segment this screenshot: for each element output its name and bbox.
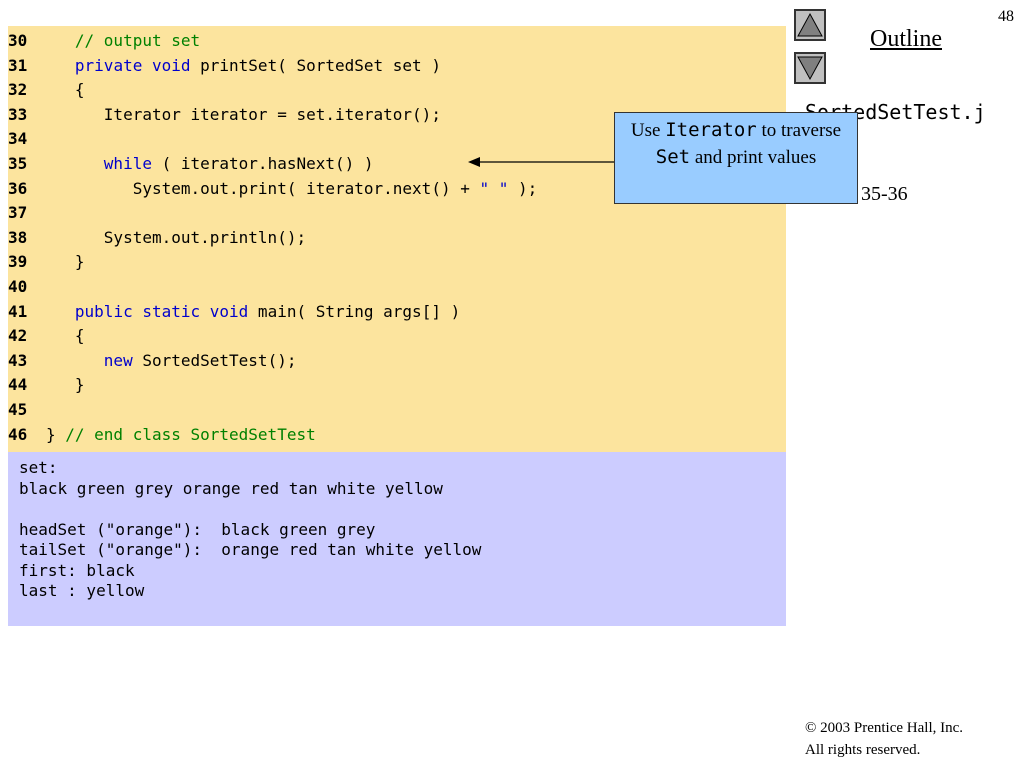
code-line: 42 { bbox=[8, 324, 786, 348]
program-output: set:black green grey orange red tan whit… bbox=[8, 452, 786, 626]
code-text: } bbox=[46, 373, 85, 397]
code-line: 44 } bbox=[8, 373, 786, 397]
code-line: 46} // end class SortedSetTest bbox=[8, 423, 786, 447]
code-comment: // output set bbox=[46, 31, 201, 50]
line-number: 45 bbox=[8, 400, 28, 419]
output-line: last : yellow bbox=[19, 581, 145, 600]
code-line: 45 bbox=[8, 398, 786, 422]
code-line: 43 new SortedSetTest(); bbox=[8, 349, 786, 373]
line-number: 44 bbox=[8, 375, 28, 395]
code-line: 32 { bbox=[8, 78, 786, 102]
code-line: 39 } bbox=[8, 250, 786, 274]
line-number: 35 bbox=[8, 154, 28, 173]
callout-code-iterator: Iterator bbox=[665, 119, 757, 141]
code-token bbox=[46, 351, 104, 370]
outline-link[interactable]: Outline bbox=[870, 26, 942, 52]
line-number: 42 bbox=[8, 326, 28, 346]
line-number: 40 bbox=[8, 277, 28, 296]
code-line: 40 bbox=[8, 275, 786, 299]
code-keyword: new bbox=[103, 350, 133, 370]
callout-text: Use bbox=[630, 120, 666, 141]
code-text: System.out.println(); bbox=[46, 226, 306, 250]
code-text: Iterator iterator = set.iterator(); bbox=[46, 103, 441, 127]
code-token: } bbox=[46, 424, 66, 444]
line-number: 37 bbox=[8, 203, 28, 223]
code-text: } bbox=[46, 250, 85, 274]
code-token: Iterator iterator = set.iterator(); bbox=[46, 104, 441, 124]
line-number: 34 bbox=[8, 129, 28, 149]
code-text: while ( iterator.hasNext() ) bbox=[46, 152, 374, 176]
output-line: tailSet ("orange"): orange red tan white… bbox=[19, 540, 482, 559]
code-token: { bbox=[46, 326, 85, 346]
code-string: " " bbox=[479, 178, 509, 198]
code-text: { bbox=[46, 78, 85, 102]
code-line: 36 System.out.print( iterator.next() + "… bbox=[8, 177, 786, 201]
code-token bbox=[46, 302, 75, 321]
code-text: public static void main( String args[] ) bbox=[46, 300, 460, 324]
line-number: 31 bbox=[8, 55, 28, 75]
slide-number: 48 bbox=[998, 8, 1014, 25]
previous-slide-button[interactable] bbox=[794, 9, 826, 41]
copyright-line: © 2003 Prentice Hall, Inc. bbox=[805, 720, 964, 736]
line-number: 43 bbox=[8, 350, 28, 370]
output-line: first: black bbox=[19, 560, 135, 580]
callout-box: Use Iterator to traverse Set and print v… bbox=[614, 112, 858, 204]
code-line: 34 bbox=[8, 127, 786, 151]
code-keyword: public static void bbox=[74, 301, 249, 321]
code-line: 37 bbox=[8, 201, 786, 225]
code-token: } bbox=[46, 375, 85, 395]
code-text: System.out.print( iterator.next() + " " … bbox=[46, 177, 538, 201]
code-token: main( String args[] ) bbox=[248, 301, 461, 321]
output-line: black green grey orange red tan white ye… bbox=[19, 478, 443, 498]
code-keyword: private void bbox=[74, 55, 191, 75]
output-line: set: bbox=[19, 458, 58, 477]
line-number: 30 bbox=[8, 31, 28, 50]
code-token bbox=[46, 154, 104, 173]
triangle-up-icon bbox=[797, 12, 823, 37]
code-text: { bbox=[46, 324, 85, 348]
callout-arrow bbox=[468, 157, 614, 167]
line-number: 36 bbox=[8, 178, 28, 198]
next-slide-button[interactable] bbox=[794, 52, 826, 84]
code-text: private void printSet( SortedSet set ) bbox=[46, 54, 441, 78]
line-number: 32 bbox=[8, 80, 28, 100]
code-line: 41 public static void main( String args[… bbox=[8, 300, 786, 324]
code-line: 38 System.out.println(); bbox=[8, 226, 786, 250]
code-token: ( iterator.hasNext() ) bbox=[151, 154, 374, 173]
line-number: 38 bbox=[8, 227, 28, 247]
code-token: printSet( SortedSet set ) bbox=[190, 55, 441, 75]
code-token: { bbox=[46, 80, 85, 100]
code-line: 35 while ( iterator.hasNext() ) bbox=[8, 152, 786, 176]
code-token: System.out.print( iterator.next() + bbox=[46, 178, 480, 198]
code-token: SortedSetTest(); bbox=[132, 350, 297, 370]
code-keyword: while bbox=[103, 154, 152, 173]
code-token bbox=[46, 56, 75, 75]
code-text: // output set bbox=[46, 29, 200, 53]
callout-code-set: Set bbox=[655, 146, 691, 168]
output-line: headSet ("orange"): black green grey bbox=[19, 519, 376, 539]
code-text: } // end class SortedSetTest bbox=[46, 423, 316, 447]
code-token: ); bbox=[508, 178, 538, 198]
line-number: 33 bbox=[8, 104, 28, 124]
line-number: 41 bbox=[8, 301, 28, 321]
line-number: 39 bbox=[8, 252, 28, 272]
code-text: new SortedSetTest(); bbox=[46, 349, 297, 373]
callout-text: and print values bbox=[690, 147, 817, 168]
copyright-line: All rights reserved. bbox=[805, 742, 921, 758]
code-comment: // end class SortedSetTest bbox=[65, 424, 316, 444]
code-line: 31 private void printSet( SortedSet set … bbox=[8, 54, 786, 78]
code-token: System.out.println(); bbox=[46, 227, 307, 247]
line-number: 46 bbox=[8, 424, 28, 444]
code-token: } bbox=[46, 252, 85, 272]
code-line: 33 Iterator iterator = set.iterator(); bbox=[8, 103, 786, 127]
callout-text: to traverse bbox=[756, 120, 842, 141]
triangle-down-icon bbox=[797, 56, 823, 81]
code-line: 30 // output set bbox=[8, 29, 786, 53]
copyright: © 2003 Prentice Hall, Inc. All rights re… bbox=[805, 717, 963, 761]
outline-line-range: 35-36 bbox=[861, 183, 908, 205]
